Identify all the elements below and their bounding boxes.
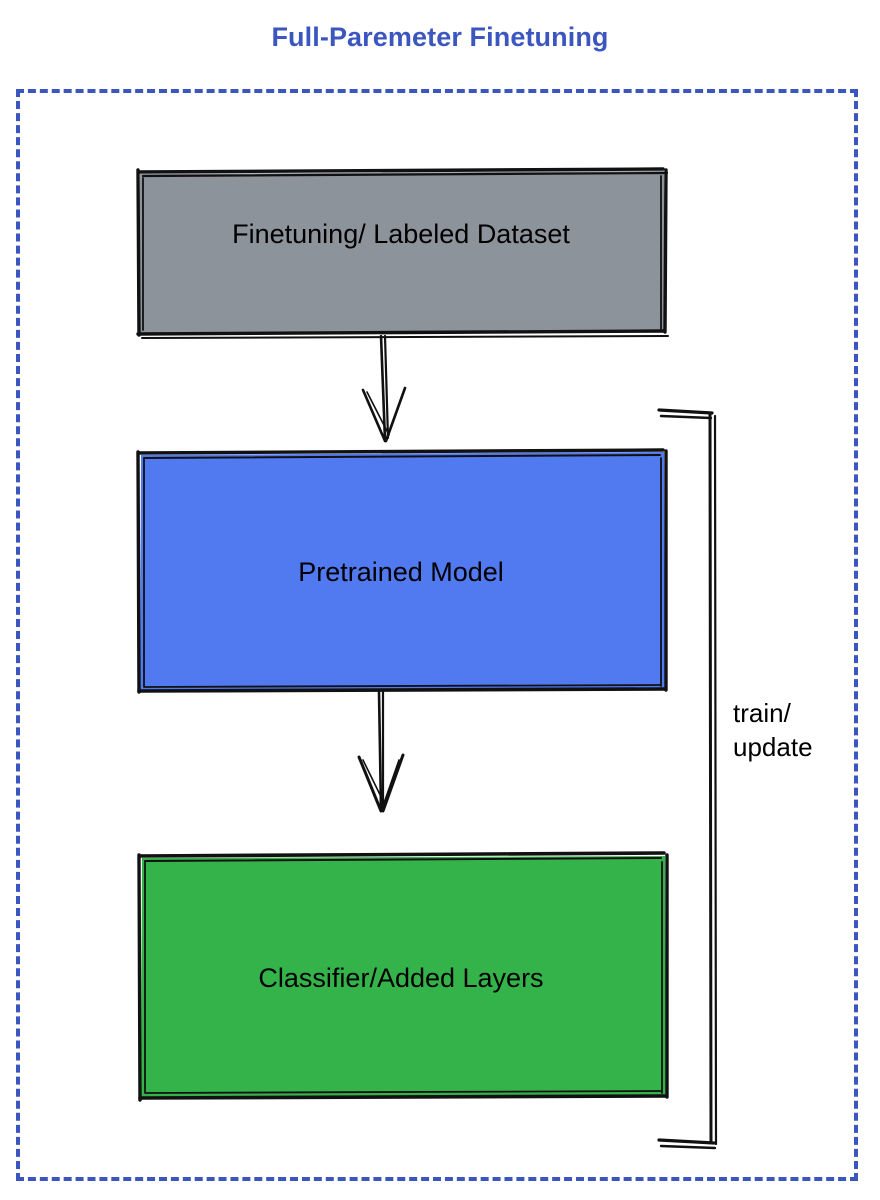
node-classifier-label: Classifier/Added Layers [258, 963, 544, 993]
node-dataset-edge-top-a [137, 167, 665, 174]
edge-feedback-top-stub-a [657, 408, 714, 415]
edge-model-to-classifier-head-right2 [383, 759, 400, 804]
node-classifier-edge-left-a [137, 853, 142, 1102]
edge-model-to-classifier [357, 690, 405, 813]
node-classifier-fill [141, 856, 666, 1097]
node-pretrained-model-label: Pretrained Model [298, 557, 504, 587]
edge-dataset-to-model [361, 334, 407, 443]
node-dataset-label: Finetuning/ Labeled Dataset [232, 219, 570, 249]
node-pretrained-model-edge-bottom-a [137, 687, 667, 693]
node-pretrained-model[interactable] [136, 448, 668, 694]
edge-model-to-classifier-head-left2 [362, 759, 386, 806]
node-dataset-fill [139, 171, 665, 333]
node-dataset[interactable] [136, 167, 669, 339]
edge-feedback-top-stub-b [659, 414, 713, 420]
edge-feedback-vertical-a [708, 412, 713, 1145]
node-dataset-edge-right-a [663, 168, 668, 334]
page-title: Full-Paremeter Finetuning [271, 22, 609, 52]
edge-model-to-classifier-head-right [381, 753, 405, 813]
edge-model-to-classifier-shaft-a [377, 690, 383, 812]
edge-feedback-bottom-stub-a [657, 1138, 716, 1145]
edge-feedback-train-update [657, 408, 718, 1150]
edge-dataset-to-model-head-right2 [387, 393, 404, 435]
edge-dataset-to-model-head-left2 [366, 391, 390, 436]
edge-dataset-to-model-shaft-b [383, 334, 390, 440]
node-classifier[interactable] [137, 851, 669, 1102]
node-classifier-edge-bottom-b [144, 1090, 662, 1094]
node-classifier-edge-top-a [138, 851, 666, 858]
node-pretrained-model-edge-left-a [136, 450, 141, 694]
node-pretrained-model-edge-top-b [143, 454, 661, 459]
edge-model-to-classifier-head-left [357, 755, 383, 813]
node-dataset-edge-top-b [141, 171, 669, 178]
node-pretrained-model-edge-top-a [137, 448, 665, 455]
edge-feedback-vertical-b [713, 414, 718, 1146]
node-classifier-edge-bottom-a [138, 1094, 668, 1100]
edge-feedback-label: train/ update [733, 698, 813, 762]
node-dataset-edge-left-a [136, 168, 141, 337]
node-dataset-edge-bottom-a [136, 329, 666, 336]
node-pretrained-model-edge-bottom-b [143, 684, 661, 688]
node-classifier-edge-top-b [144, 857, 662, 862]
edge-dataset-to-model-head-left [361, 388, 387, 443]
node-dataset-edge-bottom-b [141, 335, 669, 339]
edge-feedback-bottom-stub-b [659, 1144, 717, 1150]
edge-dataset-to-model-shaft-a [379, 334, 387, 442]
node-pretrained-model-fill [140, 452, 665, 690]
